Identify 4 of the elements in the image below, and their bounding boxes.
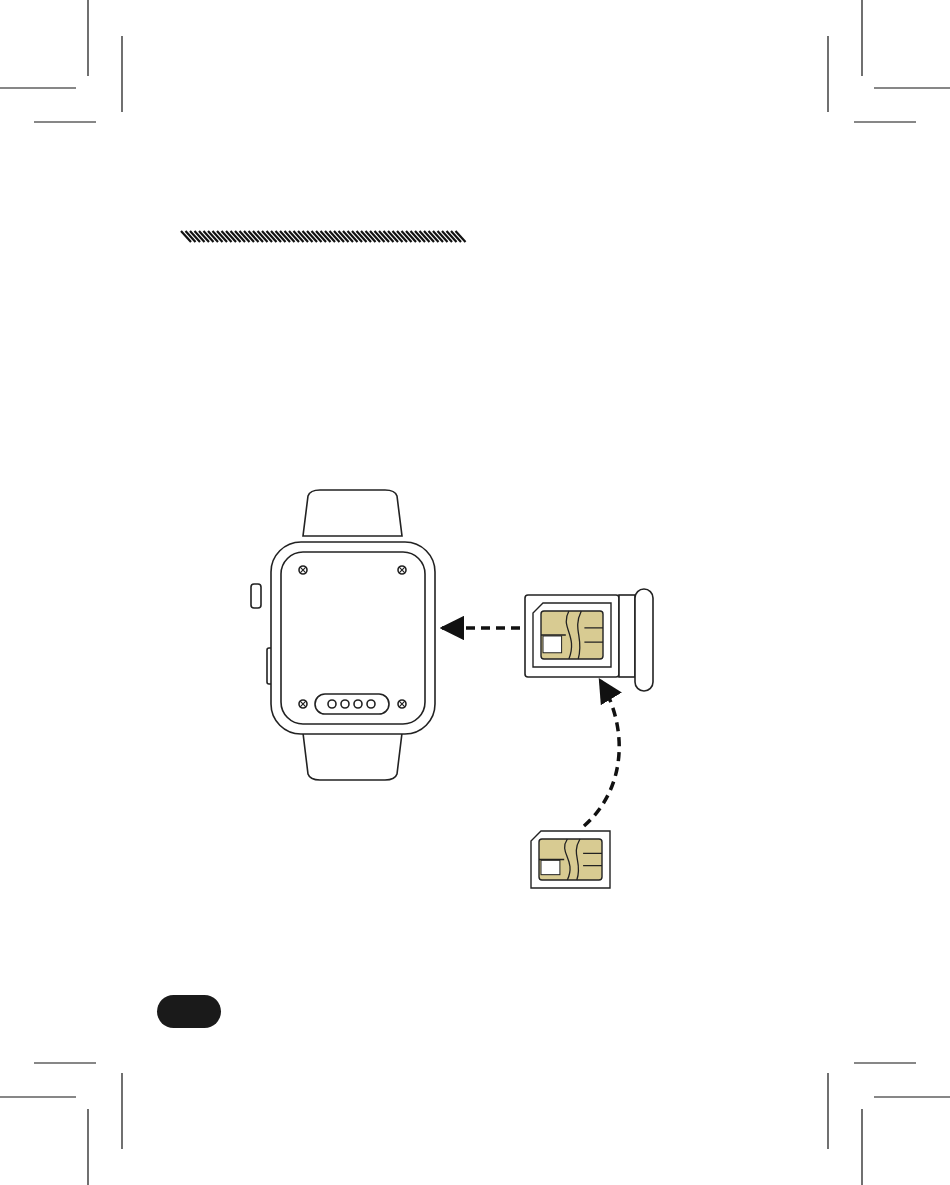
dashed-arrow bbox=[439, 615, 520, 641]
dashed-arrow bbox=[582, 677, 622, 828]
sim-tray-drawing bbox=[524, 588, 656, 692]
sim-card-drawing bbox=[530, 830, 612, 890]
